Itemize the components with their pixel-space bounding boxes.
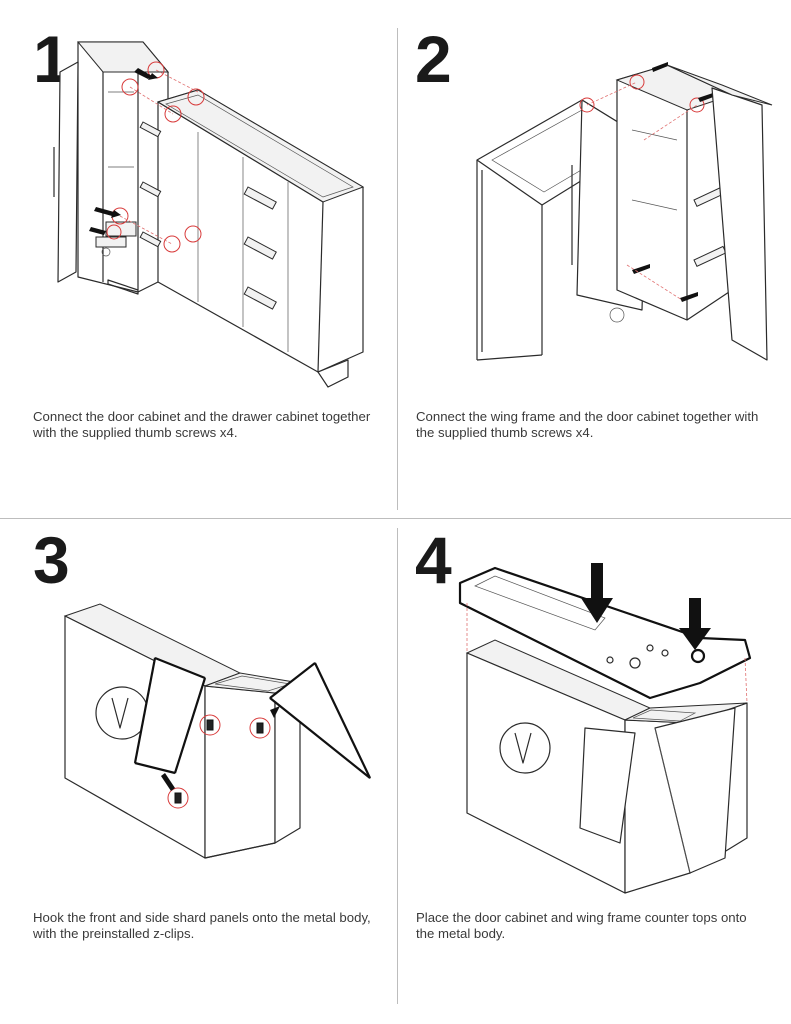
step-3-number: 3 [33,523,70,597]
vertical-divider-bottom [397,528,398,1004]
step-2-illustration [476,62,773,361]
horizontal-divider [0,518,791,519]
step-2-caption: Connect the wing frame and the door cabi… [416,409,759,440]
step-2-number: 2 [415,22,452,96]
step-1-caption: Connect the door cabinet and the drawer … [33,409,371,440]
step-3-illustration [63,603,371,859]
step-4-number: 4 [415,523,452,597]
step-1-illustration [53,41,365,388]
step-4-caption: Place the door cabinet and wing frame co… [416,910,747,941]
step-3-caption: Hook the front and side shard panels ont… [33,910,371,941]
vertical-divider-top [397,28,398,510]
step-4-illustration [458,563,752,894]
